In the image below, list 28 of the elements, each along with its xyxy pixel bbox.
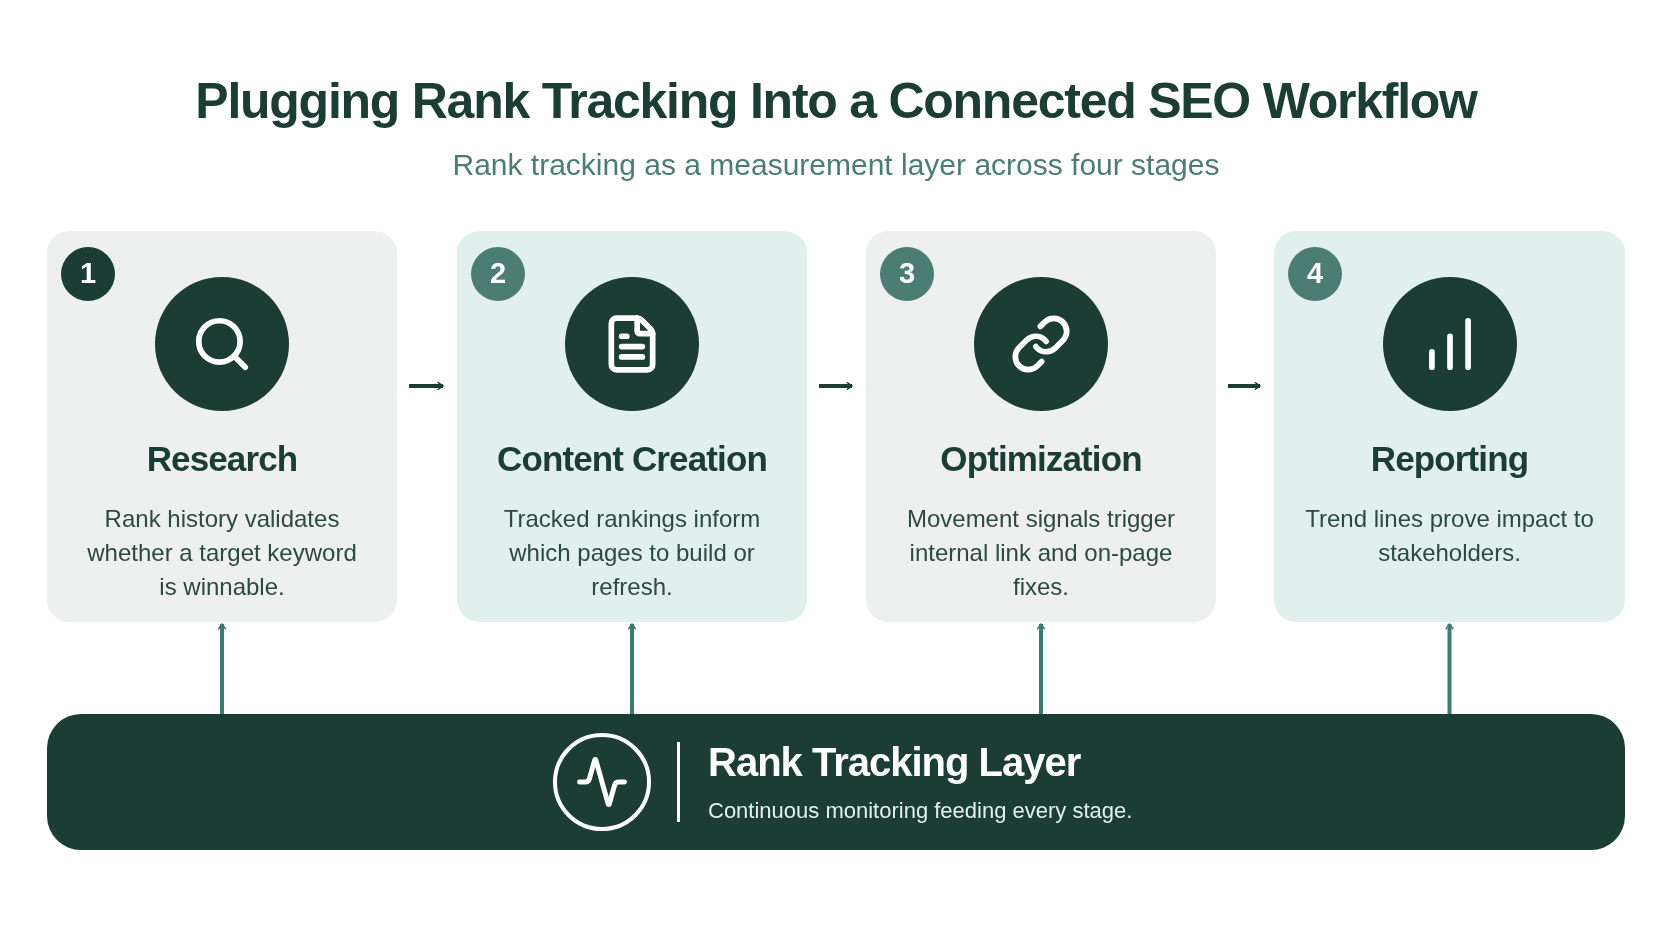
arrow [217,623,227,714]
title: Plugging Rank Tracking Into a Connected SEO Workflow [194,72,1479,131]
arrow [1036,623,1046,714]
stage-heading: Reporting [1370,438,1529,480]
tracking-layer-bar [47,714,1625,850]
arrow [627,623,637,714]
step-number-badge: 3 [880,247,934,301]
stage-card [866,231,1216,622]
arrow [409,381,444,391]
subtitle: Rank tracking as a measurement layer across four stages [451,147,1221,183]
stage-description: Trend lines prove impact to stakeholders. [1304,503,1595,568]
step-number-badge: 4 [1288,247,1342,301]
stage-card [457,231,807,622]
stage-heading: Research [146,438,298,480]
arrow [1445,623,1454,714]
layer-heading: Rank Tracking Layer [708,738,1082,786]
stage-card [47,231,397,622]
stage-description: Movement signals trigger internal link and on-page fixes. [905,503,1177,602]
stage-heading: Optimization [940,438,1142,480]
layer-description: Continuous monitoring feeding every stage. [708,796,1133,825]
step-number-badge: 1 [61,247,115,301]
stage-heading: Content Creation [497,438,767,480]
stage-description: Rank history validates whether a target keyword is winnable. [86,503,358,602]
stage-card [1274,231,1625,622]
arrow [819,381,853,391]
arrow [1228,381,1261,391]
step-number-badge: 2 [471,247,525,301]
stage-description: Tracked rankings inform which pages to build or refresh. [502,503,762,602]
